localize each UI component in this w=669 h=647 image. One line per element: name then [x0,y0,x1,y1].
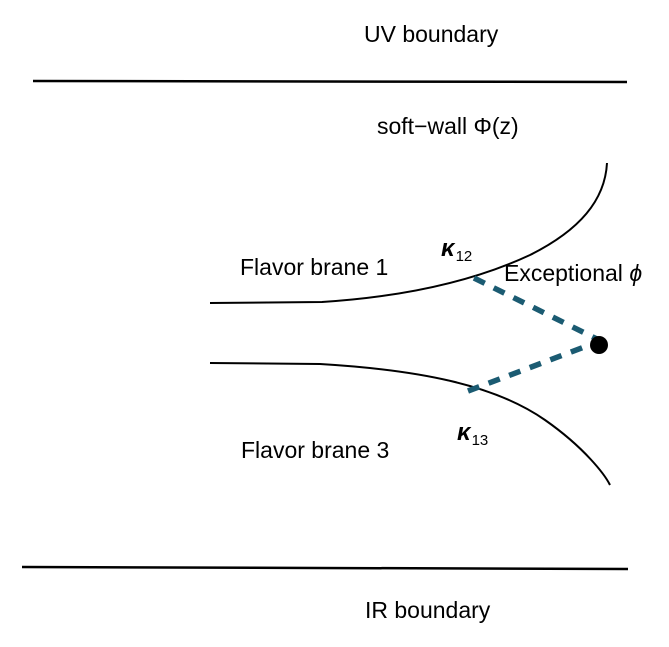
flavor-brane-1-label: Flavor brane 1 [240,254,389,280]
ir-boundary-label: IR boundary [365,597,491,623]
kappa-13-subscript: 13 [471,432,489,449]
flavor-brane-3-label: Flavor brane 3 [241,437,390,463]
exceptional-phi-label: Exceptional ϕ [504,262,642,285]
kappa-12-label: κ12 [441,235,473,265]
kappa-12-dashed-link [472,275,613,349]
soft-wall-label: soft−wall Φ(z) [377,113,519,139]
phi-symbol: ϕ [629,260,643,286]
kappa-12-subscript: 12 [455,248,473,265]
kappa-13-dashed-link [467,338,601,394]
kappa-13-label: κ13 [457,419,489,449]
kappa-12-symbol: κ [441,235,455,262]
exceptional-phi-dot [590,336,608,354]
flavor-brane-3-curve [209,362,611,486]
exceptional-text: Exceptional [504,260,630,286]
uv-boundary-line [32,79,628,84]
uv-boundary-label: UV boundary [364,21,499,47]
kappa-13-symbol: κ [457,419,471,446]
ir-boundary-line [21,565,629,571]
flavor-brane-1-curve [209,162,608,304]
